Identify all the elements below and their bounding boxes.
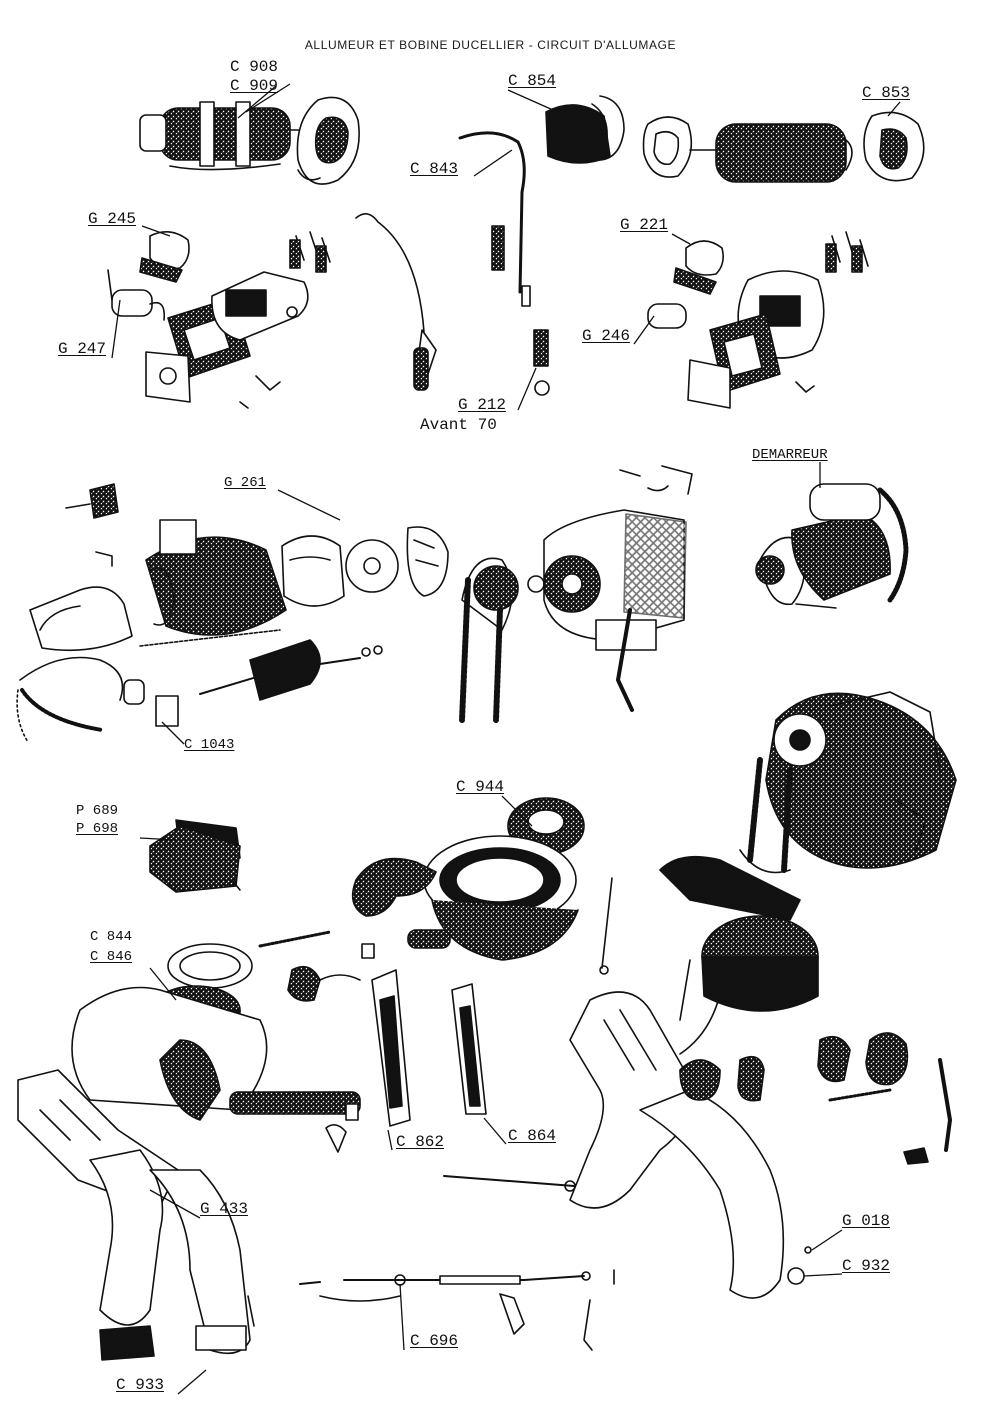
label-c844: C 844 xyxy=(90,929,133,945)
label-g247: G 247 xyxy=(58,340,107,358)
coil-long-drawing xyxy=(642,111,925,183)
label-g018: G 018 xyxy=(842,1212,891,1230)
voltage-regulator-drawing xyxy=(149,819,241,893)
label-c909: C 909 xyxy=(230,77,279,95)
label-c908: C 908 xyxy=(230,58,279,76)
distributor-right-drawing xyxy=(647,231,869,409)
label-c854: C 854 xyxy=(508,72,557,90)
dynamo-exploded-drawing xyxy=(16,483,449,743)
label-c696: C 696 xyxy=(410,1332,459,1350)
label-c853: C 853 xyxy=(862,84,911,102)
label-c933: C 933 xyxy=(116,1376,165,1394)
air-filter-drawing xyxy=(351,797,585,961)
distributor-left-drawing xyxy=(107,231,331,409)
label-g433: G 433 xyxy=(200,1200,249,1218)
label-avant-70: Avant 70 xyxy=(420,416,497,434)
alternator-drawing xyxy=(739,691,957,874)
label-p698: P 698 xyxy=(76,821,119,837)
starter-motor-drawing xyxy=(755,483,909,609)
label-demarreur: DEMARREUR xyxy=(752,447,828,463)
label-c846: C 846 xyxy=(90,949,133,965)
label-c864: C 864 xyxy=(508,1127,557,1145)
label-c843: C 843 xyxy=(410,160,459,178)
label-c1043: C 1043 xyxy=(184,737,235,753)
label-g261: G 261 xyxy=(224,475,267,491)
label-g245: G 245 xyxy=(88,210,137,228)
deflector-plates-drawing xyxy=(371,969,576,1192)
page-title: ALLUMEUR ET BOBINE DUCELLIER - CIRCUIT D… xyxy=(304,38,677,52)
label-g212: G 212 xyxy=(458,396,507,414)
dynamo-assembled-drawing xyxy=(459,465,693,723)
exhaust-left-drawing xyxy=(17,930,375,1361)
label-g246: G 246 xyxy=(582,327,631,345)
label-c862: C 862 xyxy=(396,1133,445,1151)
coil-assembly-drawing xyxy=(139,96,360,185)
cable-assembly-drawing xyxy=(299,1269,615,1351)
label-g221: G 221 xyxy=(620,216,669,234)
coil-cover-drawing xyxy=(545,95,625,164)
label-c932: C 932 xyxy=(842,1257,891,1275)
exhaust-right-drawing xyxy=(569,855,952,1299)
ignition-lead-drawing xyxy=(355,131,550,396)
label-p689: P 689 xyxy=(76,803,119,819)
label-c944: C 944 xyxy=(456,778,505,796)
